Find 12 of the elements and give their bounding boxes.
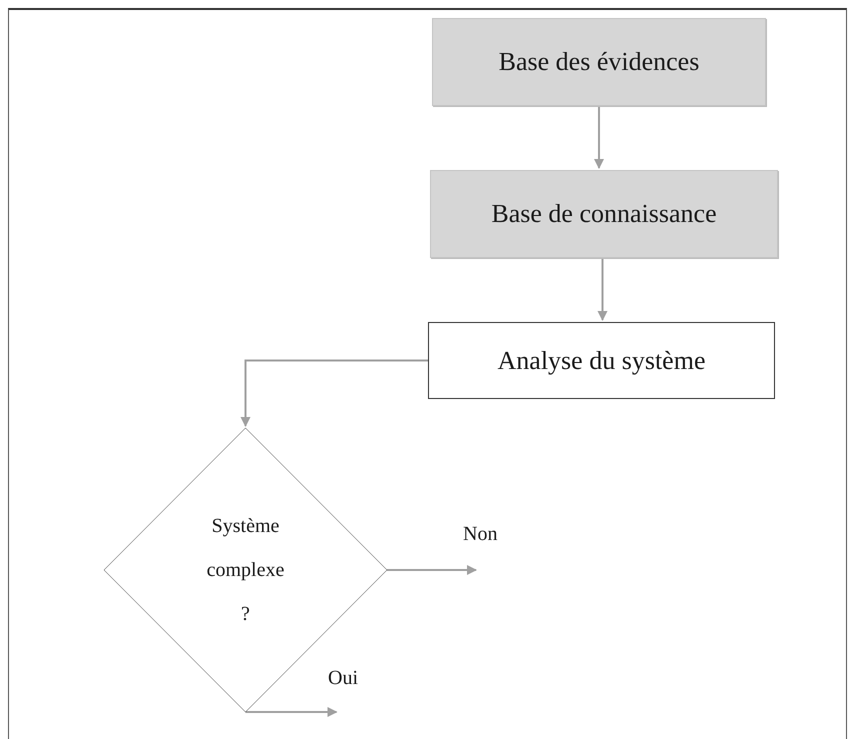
process-box — [428, 322, 775, 399]
arrow — [594, 106, 604, 169]
process-box — [432, 18, 766, 106]
arrow — [598, 258, 608, 321]
box-label: Base de connaissance — [491, 199, 717, 229]
arrow — [246, 707, 338, 717]
decision-text: Système complexe ? — [206, 514, 286, 627]
arrow — [240, 360, 428, 427]
process-box — [430, 170, 778, 258]
arrow — [387, 565, 477, 575]
box-label: Base des évidences — [498, 47, 700, 77]
box-label: Analyse du système — [498, 346, 706, 376]
